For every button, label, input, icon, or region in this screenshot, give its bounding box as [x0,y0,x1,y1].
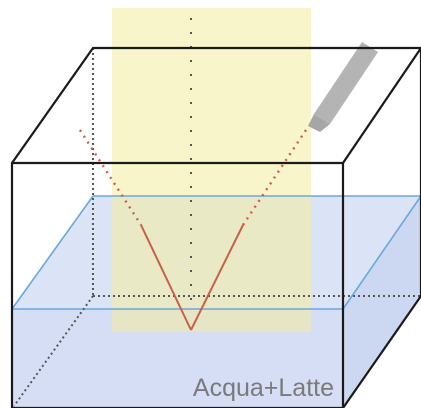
refracted-beam-left [140,224,192,331]
refracted-beam-right [190,224,244,331]
incident-beam-air [241,129,308,226]
reflected-beam-air [78,129,143,226]
light-sheet [112,8,311,332]
liquid-surface-right-edge [342,195,421,310]
laser-pointer-icon [308,42,378,132]
liquid-label: Acqua+Latte [193,374,334,402]
box-outline [10,46,421,408]
liquid-surface-left-edge [11,195,94,310]
liquid-right-face [343,196,421,408]
